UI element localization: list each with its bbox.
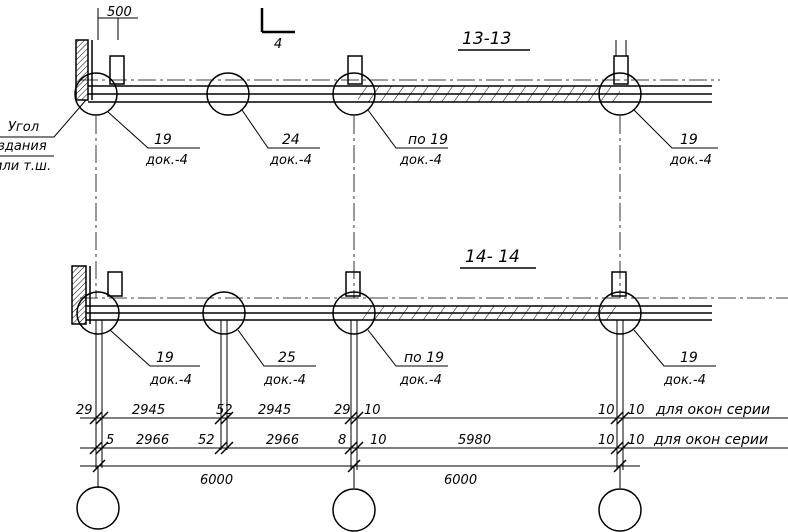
dim-r2-8: 8 [338, 433, 346, 448]
callout-top-2-num: 24 [282, 132, 300, 148]
callout-bottom-3-num: по 19 [404, 350, 444, 366]
axis-lines [95, 116, 621, 298]
detail-circle-bottom-3 [332, 291, 376, 335]
dim-r2-10b: 10 [598, 433, 615, 448]
corner-note-line3: или т.ш. [0, 159, 51, 174]
dim-r1-2945a: 2945 [132, 403, 165, 418]
dim-500: 500 [107, 5, 132, 20]
corner-note-line2: здания [0, 139, 47, 154]
dim-r1-29a: 29 [76, 403, 93, 418]
detail-circle-bottom-1 [76, 291, 120, 335]
axis-bubbles [76, 466, 642, 532]
dim-r2-52: 52 [198, 433, 215, 448]
callout-bottom-3-ref: док.-4 [399, 373, 442, 388]
wall-hatch-top [75, 39, 89, 101]
callout-top-4-ref: док.-4 [669, 153, 712, 168]
dim-r1-2945b: 2945 [258, 403, 291, 418]
callout-bottom-1-ref: док.-4 [149, 373, 192, 388]
corner-note-line1: Угол [8, 120, 39, 135]
axis-bubble-2 [332, 488, 376, 532]
dim-r2-2966b: 2966 [266, 433, 299, 448]
callout-top-1-num: 19 [154, 132, 172, 148]
wall-hatch-bottom [71, 265, 87, 325]
dimension-row-1: 29 2945 52 2945 29 10 10 10 для окон сер… [76, 402, 788, 419]
insulation-hatch-bottom [360, 306, 618, 320]
dim-r3-6000a: 6000 [200, 473, 233, 488]
section-title-13-13: 13-13 [462, 29, 511, 49]
detail-circle-top-4 [598, 72, 642, 116]
dim-r1-10a: 10 [364, 403, 381, 418]
dim-r2-5: 5 [106, 433, 114, 448]
dim-r1-29b: 29 [334, 403, 351, 418]
callout-bottom-4-num: 19 [680, 350, 698, 366]
callout-top-3-num: по 19 [408, 132, 448, 148]
callout-bottom-2-ref: док.-4 [263, 373, 306, 388]
dim-r2-note: для окон серии [653, 432, 768, 448]
dim-r1-10c: 10 [628, 403, 645, 418]
callout-bottom-1-num: 19 [156, 350, 174, 366]
dimension-ticks [89, 411, 630, 473]
axis-bubble-1 [76, 486, 120, 530]
section-title-14-14: 14- 14 [465, 247, 520, 267]
dim-r2-10a: 10 [370, 433, 387, 448]
detail-circle-top-3 [332, 72, 376, 116]
section-13-13: 4 13-13 500 19 до [0, 5, 720, 174]
section-cut-mark: 4 [260, 8, 295, 52]
callout-top-1-ref: док.-4 [145, 153, 188, 168]
dim-r1-10b: 10 [598, 403, 615, 418]
section-14-14: 14- 14 19 док.- [71, 247, 788, 470]
dim-r3-6000b: 6000 [444, 473, 477, 488]
callout-top-4-num: 19 [680, 132, 698, 148]
dim-r1-note: для окон серии [655, 402, 770, 418]
dim-r2-10c: 10 [628, 433, 645, 448]
callout-top-2-ref: док.-4 [269, 153, 312, 168]
detail-circle-top-2 [206, 72, 250, 116]
callout-top-3-ref: док.-4 [399, 153, 442, 168]
detail-circle-top-1 [74, 72, 118, 116]
dim-r1-52: 52 [216, 403, 233, 418]
insulation-hatch-top [358, 86, 620, 102]
dimension-row-3: 6000 6000 [80, 465, 640, 488]
dim-r2-2966a: 2966 [136, 433, 169, 448]
callout-bottom-2-num: 25 [278, 350, 296, 366]
section-mark-label: 4 [274, 37, 282, 52]
dim-r2-5980: 5980 [458, 433, 491, 448]
dimension-row-2: 5 2966 52 2966 8 10 5980 10 10 для окон … [80, 432, 788, 449]
detail-circle-bottom-2 [202, 291, 246, 335]
callout-bottom-4-ref: док.-4 [663, 373, 706, 388]
axis-bubble-3 [598, 488, 642, 532]
detail-circle-bottom-4 [598, 291, 642, 335]
